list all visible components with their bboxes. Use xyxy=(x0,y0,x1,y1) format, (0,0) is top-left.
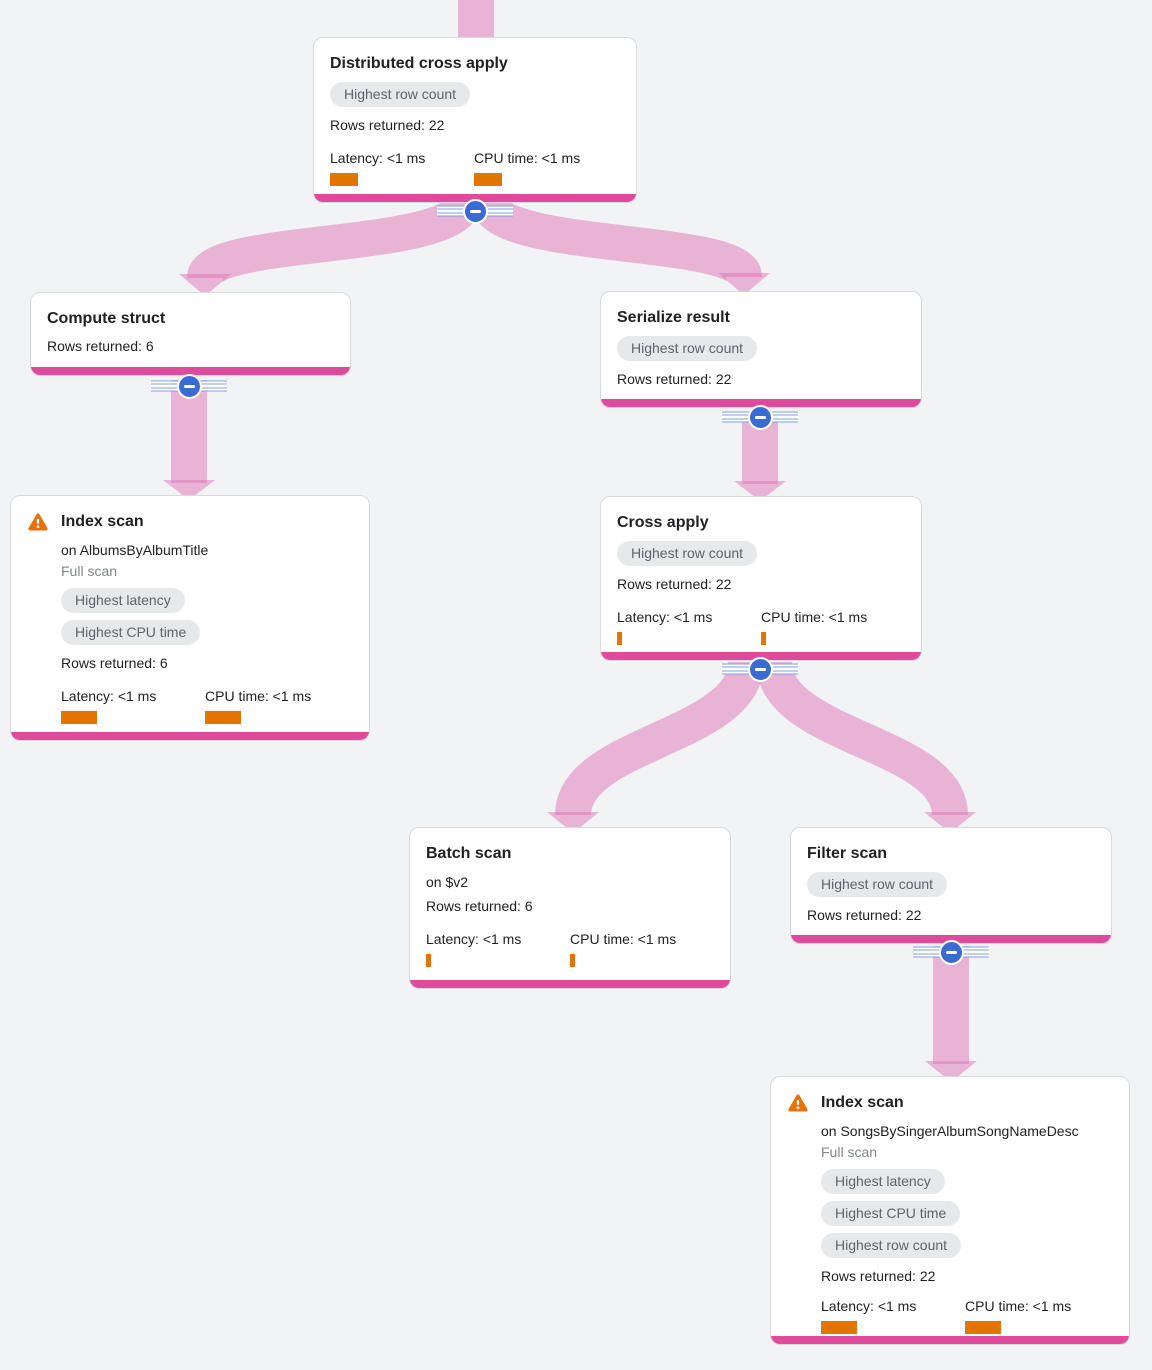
latency-bar xyxy=(617,632,622,645)
rows-returned: Rows returned: 6 xyxy=(426,898,533,914)
badge-highest-cpu-time: Highest CPU time xyxy=(821,1201,961,1226)
edge-arrow xyxy=(163,480,215,500)
node-title: Filter scan xyxy=(807,845,888,862)
node-title: Batch scan xyxy=(426,845,512,862)
badge-highest-row-count: Highest row count xyxy=(821,1233,962,1258)
badge-highest-row-count: Highest row count xyxy=(617,541,758,566)
scan-target: on AlbumsByAlbumTitle xyxy=(61,542,209,558)
collapse-button-distributed-cross-apply[interactable] xyxy=(437,198,513,224)
rows-returned: Rows returned: 22 xyxy=(617,576,732,592)
badge-highest-row-count: Highest row count xyxy=(807,872,948,897)
scan-target: on SongsBySingerAlbumSongNameDesc xyxy=(821,1123,1079,1139)
rows-returned: Rows returned: 6 xyxy=(61,655,168,671)
node-title: Cross apply xyxy=(617,514,709,531)
cpu-time-label: CPU time: <1 ms xyxy=(965,1298,1072,1314)
node-title: Compute struct xyxy=(47,310,166,327)
edge-arrow xyxy=(718,273,770,295)
cpu-time-label: CPU time: <1 ms xyxy=(761,609,868,625)
collapse-button-cross-apply[interactable] xyxy=(722,656,798,682)
rows-returned: Rows returned: 22 xyxy=(807,907,922,923)
edge-arrow xyxy=(925,1061,977,1082)
latency-label: Latency: <1 ms xyxy=(426,931,522,947)
node-accent-bar xyxy=(601,399,921,407)
edge-cross-apply-to-filter-scan xyxy=(756,659,968,818)
cpu-time-label: CPU time: <1 ms xyxy=(205,688,312,704)
node-title: Index scan xyxy=(61,513,144,530)
rows-returned: Rows returned: 6 xyxy=(47,338,154,354)
cpu-time-bar xyxy=(761,632,766,645)
node-accent-bar xyxy=(314,194,636,202)
latency-label: Latency: <1 ms xyxy=(821,1298,917,1314)
latency-bar xyxy=(330,173,358,186)
rows-returned: Rows returned: 22 xyxy=(330,117,445,133)
collapse-minus-icon xyxy=(747,656,773,682)
latency-label: Latency: <1 ms xyxy=(61,688,157,704)
latency-bar xyxy=(61,711,97,724)
node-accent-bar xyxy=(31,367,350,375)
edge-distributed-to-compute-struct xyxy=(187,195,482,286)
node-accent-bar xyxy=(791,935,1111,943)
latency-label: Latency: <1 ms xyxy=(617,609,713,625)
node-accent-bar xyxy=(771,1336,1129,1344)
cpu-time-label: CPU time: <1 ms xyxy=(570,931,677,947)
collapse-minus-icon xyxy=(938,939,964,965)
collapse-minus-icon xyxy=(462,198,488,224)
cpu-time-label: CPU time: <1 ms xyxy=(474,150,581,166)
latency-bar xyxy=(426,954,431,967)
node-distributed-cross-apply[interactable]: Distributed cross apply Highest row coun… xyxy=(313,37,637,203)
edge-arrow xyxy=(547,812,599,833)
badge-highest-row-count: Highest row count xyxy=(617,336,758,361)
node-cross-apply[interactable]: Cross apply Highest row count Rows retur… xyxy=(600,496,922,661)
edge-arrow xyxy=(924,812,976,833)
edge-cross-apply-to-batch-scan xyxy=(555,659,764,818)
badge-highest-cpu-time: Highest CPU time xyxy=(61,620,201,645)
rows-returned: Rows returned: 22 xyxy=(821,1268,936,1284)
warning-icon xyxy=(28,513,48,531)
badge-highest-row-count: Highest row count xyxy=(330,82,471,107)
scan-type: Full scan xyxy=(821,1144,878,1160)
node-index-scan-albums[interactable]: Index scan on AlbumsByAlbumTitle Full sc… xyxy=(10,495,370,741)
node-title: Index scan xyxy=(821,1094,904,1111)
collapse-minus-icon xyxy=(176,373,202,399)
collapse-button-serialize-result[interactable] xyxy=(722,404,798,430)
warning-icon xyxy=(788,1094,808,1112)
node-filter-scan[interactable]: Filter scan Highest row count Rows retur… xyxy=(790,827,1112,944)
scan-target: on $v2 xyxy=(426,874,469,890)
cpu-time-bar xyxy=(474,173,502,186)
node-serialize-result[interactable]: Serialize result Highest row count Rows … xyxy=(600,291,922,408)
cpu-time-bar xyxy=(965,1321,1001,1334)
collapse-minus-icon xyxy=(747,404,773,430)
rows-returned: Rows returned: 22 xyxy=(617,371,732,387)
node-accent-bar xyxy=(410,980,730,988)
node-title: Serialize result xyxy=(617,309,730,326)
edge-arrow xyxy=(179,274,231,296)
edge-arrow xyxy=(734,481,786,501)
node-batch-scan[interactable]: Batch scan on $v2 Rows returned: 6 Laten… xyxy=(409,827,731,989)
badge-highest-latency: Highest latency xyxy=(821,1169,945,1194)
edge-distributed-to-serialize-result xyxy=(470,195,762,285)
latency-bar xyxy=(821,1321,857,1334)
node-title: Distributed cross apply xyxy=(330,55,508,72)
badge-highest-latency: Highest latency xyxy=(61,588,185,613)
cpu-time-bar xyxy=(205,711,241,724)
node-accent-bar xyxy=(11,732,369,740)
cpu-time-bar xyxy=(570,954,575,967)
collapse-button-filter-scan[interactable] xyxy=(913,939,989,965)
collapse-button-compute-struct[interactable] xyxy=(151,373,227,399)
scan-type: Full scan xyxy=(61,563,118,579)
node-index-scan-songs[interactable]: Index scan on SongsBySingerAlbumSongName… xyxy=(770,1076,1130,1345)
node-compute-struct[interactable]: Compute struct Rows returned: 6 xyxy=(30,292,351,376)
latency-label: Latency: <1 ms xyxy=(330,150,426,166)
node-accent-bar xyxy=(601,652,921,660)
